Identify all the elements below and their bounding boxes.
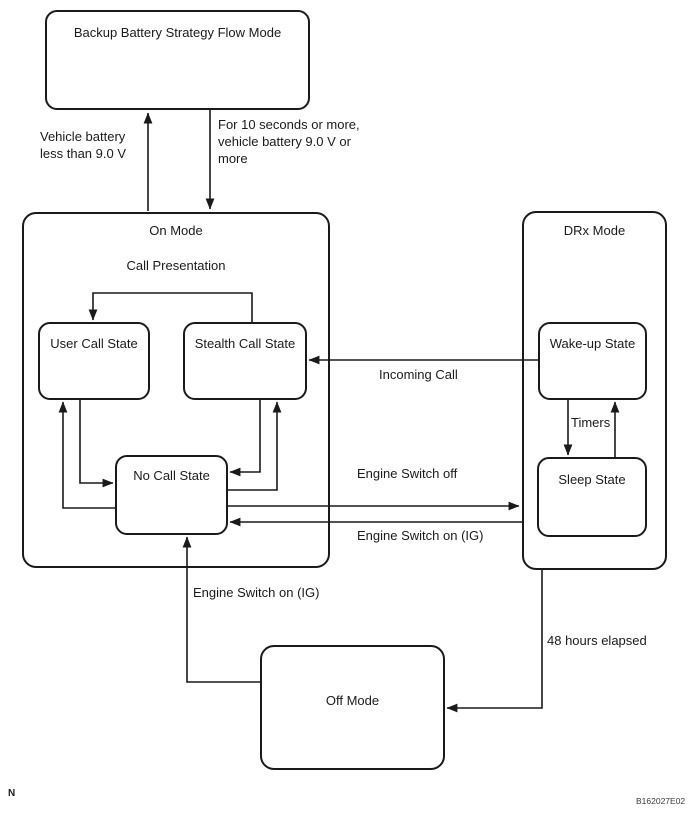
on-mode-title: On Mode [149, 223, 203, 238]
edge-nocall-to-user [58, 401, 115, 509]
wake-up-state-node: Wake-up State [538, 322, 647, 400]
edge-nocall-to-stealth [228, 401, 282, 491]
edge-stealth-to-user [88, 292, 253, 322]
off-mode-node: Off Mode [260, 645, 445, 770]
edge-engine-switch-on-from-off [182, 536, 260, 683]
user-call-state-label: User Call State [50, 336, 138, 351]
engine-switch-on-from-sleep-label: Engine Switch on (IG) [357, 528, 484, 543]
sleep-state-node: Sleep State [537, 457, 647, 537]
off-mode-label: Off Mode [325, 693, 380, 708]
battery-low-label: Vehicle battery less than 9.0 V [40, 129, 126, 161]
figure-code: B162027E02 [636, 796, 686, 806]
incoming-call-label: Incoming Call [379, 367, 458, 382]
engine-switch-on-from-off-label: Engine Switch on (IG) [193, 585, 320, 600]
drx-mode-title: DRx Mode [563, 223, 626, 238]
stealth-call-state-label: Stealth Call State [194, 336, 296, 351]
battery-restored-label: For 10 seconds or more, vehicle battery … [218, 117, 360, 166]
user-call-state-node: User Call State [38, 322, 150, 400]
hours-elapsed-label: 48 hours elapsed [547, 633, 647, 648]
wake-up-state-label: Wake-up State [549, 336, 636, 351]
no-call-state-label: No Call State [133, 468, 210, 483]
page-marker: N [8, 788, 16, 799]
edge-user-to-nocall [79, 400, 114, 488]
no-call-state-node: No Call State [115, 455, 228, 535]
backup-battery-label: Backup Battery Strategy Flow Mode [73, 25, 282, 40]
timers-label: Timers [571, 415, 611, 430]
sleep-state-label: Sleep State [558, 472, 626, 487]
edge-stealth-to-nocall [229, 400, 261, 477]
call-presentation-label: Call Presentation [126, 258, 226, 273]
backup-battery-node: Backup Battery Strategy Flow Mode [45, 10, 310, 110]
edge-hours-elapsed [446, 570, 543, 713]
stealth-call-state-node: Stealth Call State [183, 322, 307, 400]
engine-switch-off-label: Engine Switch off [357, 466, 458, 481]
